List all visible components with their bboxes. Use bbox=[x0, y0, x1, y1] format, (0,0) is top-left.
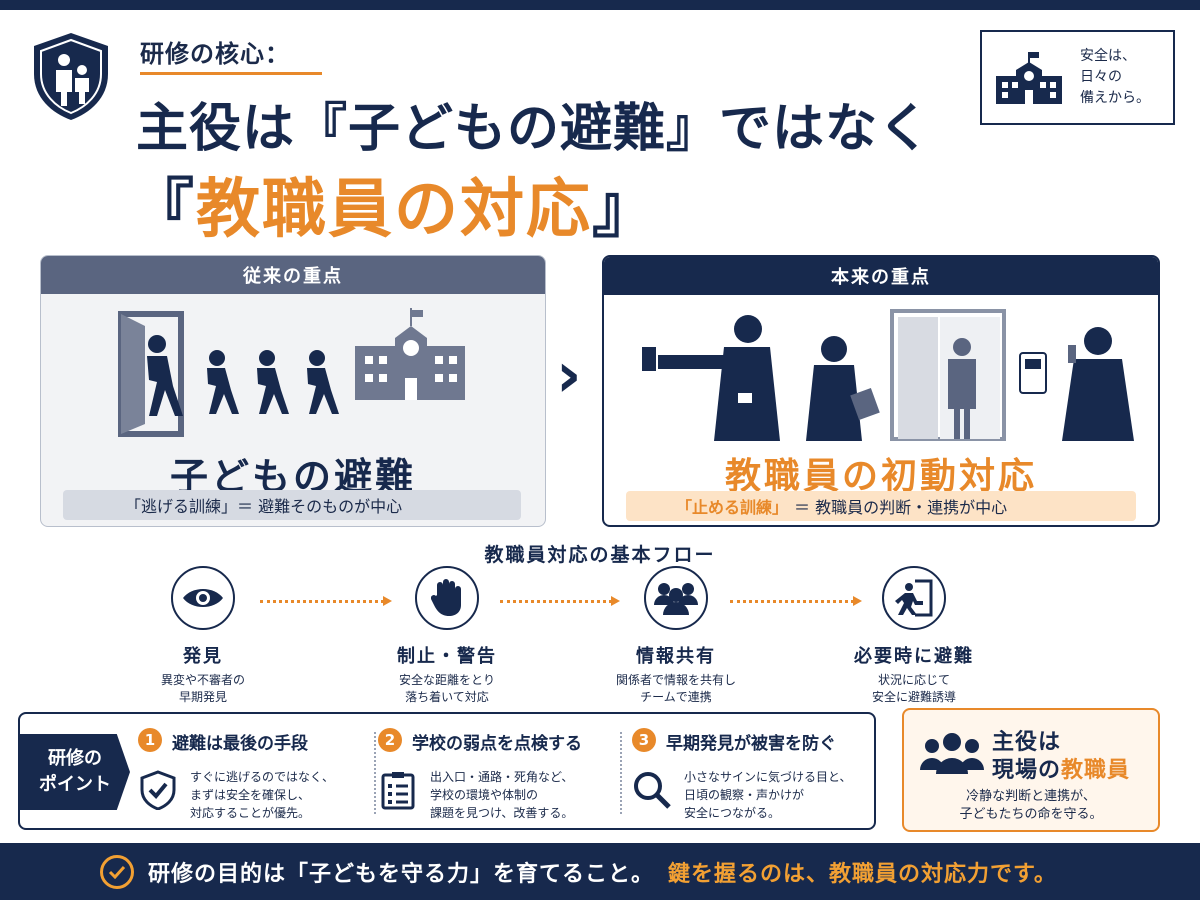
main-role-prefix: 現場の bbox=[992, 758, 1062, 783]
checklist-icon bbox=[381, 772, 415, 810]
true-note-rest: ＝ 教職員の判断・連携が中心 bbox=[794, 498, 1008, 517]
point-title: 早期発見が被害を防ぐ bbox=[666, 734, 836, 754]
points-tag-line: 研修の bbox=[48, 748, 102, 769]
eye-icon bbox=[171, 566, 235, 630]
footer-text-main: 研修の目的は「子どもを守る力」を育てること。 bbox=[148, 861, 655, 887]
panel-heading-conventional: 従来の重点 bbox=[41, 256, 545, 294]
point-divider bbox=[620, 732, 622, 814]
group-share-icon bbox=[644, 566, 708, 630]
point-title: 避難は最後の手段 bbox=[172, 734, 308, 754]
safety-line-3: 備えから。 bbox=[1080, 90, 1150, 106]
point-body: 安全につながる。 bbox=[684, 806, 781, 820]
main-role-desc: 子どもたちの命を守る。 bbox=[959, 807, 1103, 822]
magnifier-icon bbox=[634, 772, 671, 809]
main-role-highlight: 教職員 bbox=[1061, 758, 1131, 783]
shield-check-icon bbox=[140, 770, 176, 810]
flow-step-title: 情報共有 bbox=[636, 646, 716, 667]
flow-step-desc: 状況に応じて bbox=[877, 673, 950, 687]
staff-group-icon bbox=[920, 733, 984, 774]
point-body: まずは安全を確保し、 bbox=[190, 788, 311, 802]
staff-initial-response-label: 教職員の初動対応 bbox=[724, 456, 1037, 497]
point-item-2: 2 学校の弱点を点検する 出入口・通路・死角など、学校の環境や体制の課題を見つけ… bbox=[378, 722, 618, 822]
safety-line-1: 安全は、 bbox=[1080, 48, 1136, 64]
exit-door-icon bbox=[882, 566, 946, 630]
flow-step-discover: 発見 異変や不審者の早期発見 bbox=[113, 566, 293, 706]
true-note: 「止める訓練」 ＝ 教職員の判断・連携が中心 bbox=[626, 491, 1136, 521]
point-title: 学校の弱点を点検する bbox=[412, 734, 582, 754]
safety-box: 安全は、 日々の 備えから。 bbox=[980, 30, 1175, 125]
true-note-highlight: 「止める訓練」 bbox=[676, 498, 789, 517]
flow-step-title: 制止・警告 bbox=[397, 646, 497, 667]
title-quote-open: 『 bbox=[130, 173, 196, 247]
subtitle-underline bbox=[140, 72, 322, 75]
title-quote-close: 』 bbox=[592, 173, 658, 247]
footer-bar: 研修の目的は「子どもを守る力」を育てること。 鍵を握るのは、教職員の対応力です。 bbox=[0, 843, 1200, 900]
point-body: 小さなサインに気づける目と、 bbox=[684, 770, 852, 784]
point-divider bbox=[374, 732, 376, 814]
panel-heading-true: 本来の重点 bbox=[604, 257, 1158, 295]
flow-step-share: 情報共有 関係者で情報を共有しチームで連携 bbox=[586, 566, 766, 706]
chevron-right-icon: › bbox=[556, 338, 582, 411]
main-role-box: 主役は 現場の教職員 冷静な判断と連携が、子どもたちの命を守る。 bbox=[902, 708, 1160, 832]
point-number: 1 bbox=[138, 728, 162, 752]
flow-step-title: 必要時に避難 bbox=[854, 646, 974, 667]
flow-step-desc: 早期発見 bbox=[178, 690, 227, 704]
flow-step-stop: 制止・警告 安全な距離をとり落ち着いて対応 bbox=[357, 566, 537, 706]
check-circle-icon bbox=[100, 854, 134, 889]
subtitle: 研修の核心： bbox=[140, 40, 290, 68]
point-body: 課題を見つけ、改善する。 bbox=[430, 806, 574, 820]
shield-family-icon bbox=[34, 33, 108, 120]
flow-step-desc: 安全に避難誘導 bbox=[871, 690, 956, 704]
points-tag-line: ポイント bbox=[39, 774, 111, 795]
flow-step-desc: 関係者で情報を共有し bbox=[615, 673, 736, 687]
safety-line-2: 日々の bbox=[1080, 69, 1122, 85]
title-highlight: 教職員の対応 bbox=[196, 173, 592, 247]
staff-response-illustration bbox=[642, 309, 1134, 441]
flow-step-desc: 安全な距離をとり bbox=[398, 673, 495, 687]
points-tag: 研修の ポイント bbox=[20, 734, 130, 810]
point-item-1: 1 避難は最後の手段 すぐに逃げるのではなく、まずは安全を確保し、対応することが… bbox=[138, 722, 368, 822]
point-body: 対応することが優先。 bbox=[190, 806, 311, 820]
point-body: すぐに逃げるのではなく、 bbox=[190, 770, 335, 784]
flow-arrow bbox=[500, 596, 620, 606]
flow-step-desc: 異変や不審者の bbox=[160, 673, 245, 687]
hand-stop-icon bbox=[415, 566, 479, 630]
main-role-line-2: 現場の教職員 bbox=[992, 752, 1130, 784]
flow-step-title: 発見 bbox=[183, 646, 223, 667]
point-number: 3 bbox=[632, 728, 656, 752]
flow-arrow bbox=[730, 596, 862, 606]
point-body: 日頃の観察・声かけが bbox=[684, 788, 805, 802]
flow-arrow bbox=[260, 596, 392, 606]
title-line-2: 『教職員の対応』 bbox=[130, 158, 658, 250]
point-body: 出入口・通路・死角など、 bbox=[430, 770, 574, 784]
main-role-line-1: 主役は bbox=[992, 730, 1062, 755]
point-item-3: 3 早期発見が被害を防ぐ 小さなサインに気づける目と、日頃の観察・声かけが安全に… bbox=[632, 722, 870, 822]
true-focus-panel: 本来の重点 教職員の初動対応 bbox=[602, 255, 1160, 527]
conventional-focus-panel: 従来の重点 子どもの避難 「逃げる訓練」＝ 避難そのものが中心 bbox=[40, 255, 546, 527]
flow-step-desc: 落ち着いて対応 bbox=[405, 690, 489, 704]
flow-step-desc: チームで連携 bbox=[640, 690, 712, 704]
children-evacuating-illustration bbox=[118, 308, 465, 437]
footer-text-highlight: 鍵を握るのは、教職員の対応力です。 bbox=[668, 861, 1057, 887]
title-line-1: 主役は『子どもの避難』ではなく bbox=[136, 99, 932, 159]
point-body: 学校の環境や体制の bbox=[430, 788, 539, 802]
flow-title: 教職員対応の基本フロー bbox=[484, 544, 716, 566]
school-icon bbox=[996, 51, 1062, 104]
training-points-box: 研修の ポイント 1 避難は最後の手段 すぐに逃げるのではなく、まずは安全を確保… bbox=[18, 712, 876, 830]
point-number: 2 bbox=[378, 728, 402, 752]
main-role-desc: 冷静な判断と連携が、 bbox=[966, 789, 1096, 804]
flow-step-evacuate: 必要時に避難 状況に応じて安全に避難誘導 bbox=[824, 566, 1004, 706]
conventional-note: 「逃げる訓練」＝ 避難そのものが中心 bbox=[63, 490, 521, 520]
top-bar bbox=[0, 0, 1200, 10]
